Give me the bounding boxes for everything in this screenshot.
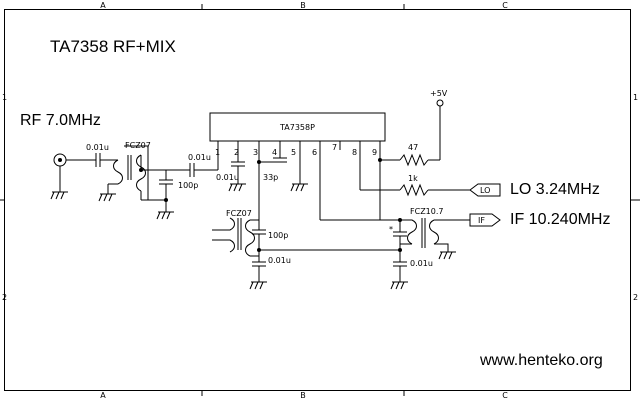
grid-col-c-bottom: C <box>502 391 508 400</box>
grid-col-b-top: B <box>300 1 306 10</box>
c-input-value: 0.01u <box>86 143 109 152</box>
vcc-label: +5V <box>430 89 448 98</box>
schematic-title: TA7358 RF+MIX <box>50 37 176 56</box>
capacitor-tank-osc <box>252 229 266 235</box>
ground-symbol <box>438 251 456 260</box>
pin-5-label: 5 <box>291 148 296 157</box>
pin-3-label: 3 <box>253 148 258 157</box>
coil-input-label: FCZ07 <box>125 141 151 150</box>
capacitor-tank-input <box>159 179 173 185</box>
pin-6-label: 6 <box>312 148 317 157</box>
grid-col-a-top: A <box>100 1 106 10</box>
ground-symbol <box>228 183 246 192</box>
pin-8-label: 8 <box>352 148 357 157</box>
capacitor-pin1-coupling <box>189 163 195 177</box>
if-tag-label: IF <box>478 216 485 225</box>
capacitor-if-tuning <box>393 220 407 250</box>
pin-4-label: 4 <box>272 148 277 157</box>
coil-if-label: FCZ10.7 <box>410 207 443 216</box>
lo-signal-label: LO 3.24MHz <box>510 181 600 198</box>
resistor-1k <box>399 183 429 197</box>
ground-symbol <box>156 211 174 220</box>
c-tank-input-value: 100p <box>178 181 198 190</box>
r-lo-value: 1k <box>408 174 418 183</box>
grid-row-2-right: 2 <box>633 293 638 302</box>
ground-symbol <box>290 183 308 192</box>
coil-if-fcz10-7 <box>400 218 470 252</box>
rf-input-connector <box>53 153 67 192</box>
grid-row-1-left: 1 <box>2 93 7 102</box>
capacitor-pin2 <box>231 141 245 184</box>
capacitor-if-bypass <box>393 250 407 282</box>
ground-symbol <box>50 191 68 200</box>
ic-ta7358p: TA7358P 1 2 3 4 5 6 7 8 9 <box>209 112 386 157</box>
c-tank-osc-value: 100p <box>268 231 288 240</box>
capacitor-osc-bypass <box>252 250 266 282</box>
rf-input-label: RF 7.0MHz <box>20 112 101 129</box>
pin-9-label: 9 <box>372 148 377 157</box>
c-osc-bypass-value: 0.01u <box>268 256 291 265</box>
if-output-tag: IF <box>469 213 501 227</box>
pin-2-label: 2 <box>234 148 239 157</box>
c-pin1-value: 0.01u <box>188 153 211 162</box>
ground-symbol <box>390 281 408 290</box>
if-signal-label: IF 10.240MHz <box>510 211 610 228</box>
c-if-star: * <box>389 225 393 234</box>
ic-label: TA7358P <box>279 123 315 132</box>
grid-row-2-left: 2 <box>2 293 7 302</box>
coil-osc-label: FCZ07 <box>226 209 252 218</box>
c-pin4-value: 33p <box>263 173 278 182</box>
ground-symbol <box>98 193 116 202</box>
grid-col-c-top: C <box>502 1 508 10</box>
pin-7-label: 7 <box>332 143 337 152</box>
r-vcc-value: 47 <box>408 143 418 152</box>
capacitor-pin4-33p <box>273 141 287 163</box>
c-pin2-value: 0.01u <box>216 173 239 182</box>
lo-output-tag: LO <box>469 183 501 197</box>
ground-symbol <box>249 281 267 290</box>
capacitor-input <box>95 153 101 167</box>
coil-osc-fcz07 <box>212 217 255 257</box>
c-if-bypass-value: 0.01u <box>410 259 433 268</box>
coil-input-fcz07 <box>107 145 156 201</box>
resistor-47 <box>399 153 429 167</box>
grid-col-a-bottom: A <box>100 391 106 400</box>
grid-row-1-right: 1 <box>633 93 638 102</box>
grid-col-b-bottom: B <box>300 391 306 400</box>
lo-tag-label: LO <box>480 186 490 195</box>
website-label: www.henteko.org <box>479 352 603 369</box>
